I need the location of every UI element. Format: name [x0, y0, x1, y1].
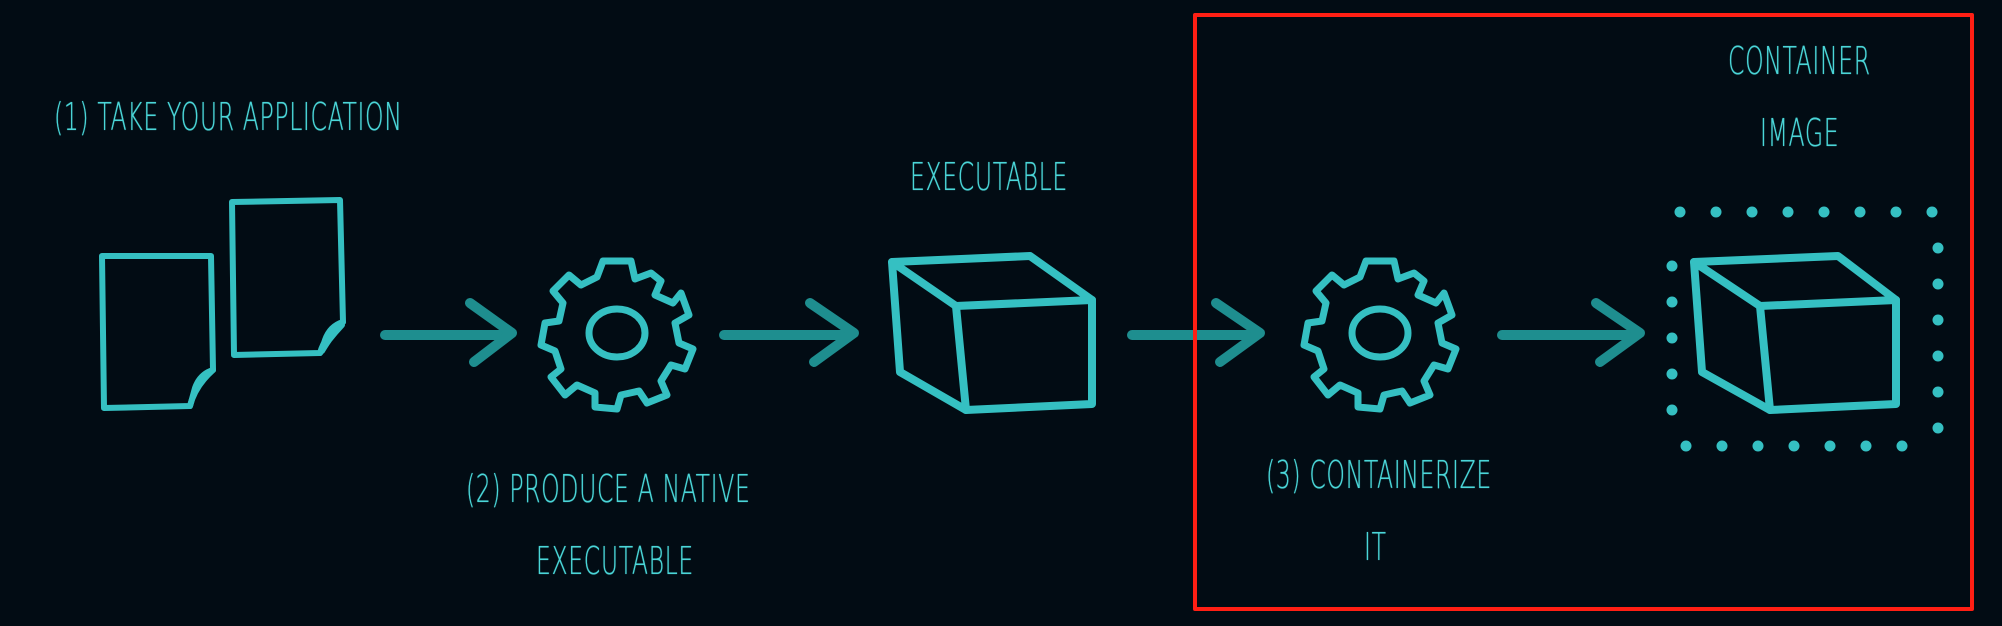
step2-label-line2: EXECUTABLE — [536, 539, 694, 583]
container-label-line1: CONTAINER — [1728, 39, 1871, 83]
container-dot — [1818, 206, 1830, 218]
documents-icon — [99, 197, 346, 411]
container-label-line2: IMAGE — [1760, 111, 1840, 155]
step1-label: (1) TAKE YOUR APPLICATION — [54, 95, 403, 139]
container-dot — [1666, 368, 1678, 380]
box-icon — [888, 252, 1096, 414]
container-dot — [1824, 440, 1836, 452]
container-dot — [1666, 260, 1678, 272]
step3-label-line2: IT — [1364, 525, 1387, 569]
container-dot — [1746, 206, 1758, 218]
container-dot — [1932, 278, 1944, 290]
container-dot — [1932, 422, 1944, 434]
container-dot — [1890, 206, 1902, 218]
gear-icon — [537, 257, 697, 413]
executable-label: EXECUTABLE — [910, 155, 1068, 199]
box-icon — [1690, 252, 1900, 414]
step3-label-line1: (3) CONTAINERIZE — [1266, 453, 1492, 497]
container-dot — [1896, 440, 1908, 452]
container-dot — [1932, 314, 1944, 326]
container-dot — [1710, 206, 1722, 218]
container-dot — [1788, 440, 1800, 452]
container-dot — [1926, 206, 1938, 218]
container-dot — [1716, 440, 1728, 452]
container-dot — [1854, 206, 1866, 218]
container-dot — [1680, 440, 1692, 452]
container-dot — [1860, 440, 1872, 452]
container-dot — [1932, 386, 1944, 398]
container-dot — [1666, 296, 1678, 308]
highlight-frame — [1193, 13, 1974, 611]
container-dot — [1932, 350, 1944, 362]
arrow-icon — [1497, 298, 1645, 367]
step2-label-line1: (2) PRODUCE A NATIVE — [466, 467, 751, 511]
arrow-icon — [719, 298, 859, 367]
container-dot — [1782, 206, 1794, 218]
container-dot — [1674, 206, 1686, 218]
arrow-icon — [380, 298, 517, 367]
gear-icon — [1300, 257, 1460, 413]
dotted-container-icon — [1666, 206, 1944, 452]
container-dot — [1666, 404, 1678, 416]
container-dot — [1752, 440, 1764, 452]
container-dot — [1932, 242, 1944, 254]
container-dot — [1666, 332, 1678, 344]
